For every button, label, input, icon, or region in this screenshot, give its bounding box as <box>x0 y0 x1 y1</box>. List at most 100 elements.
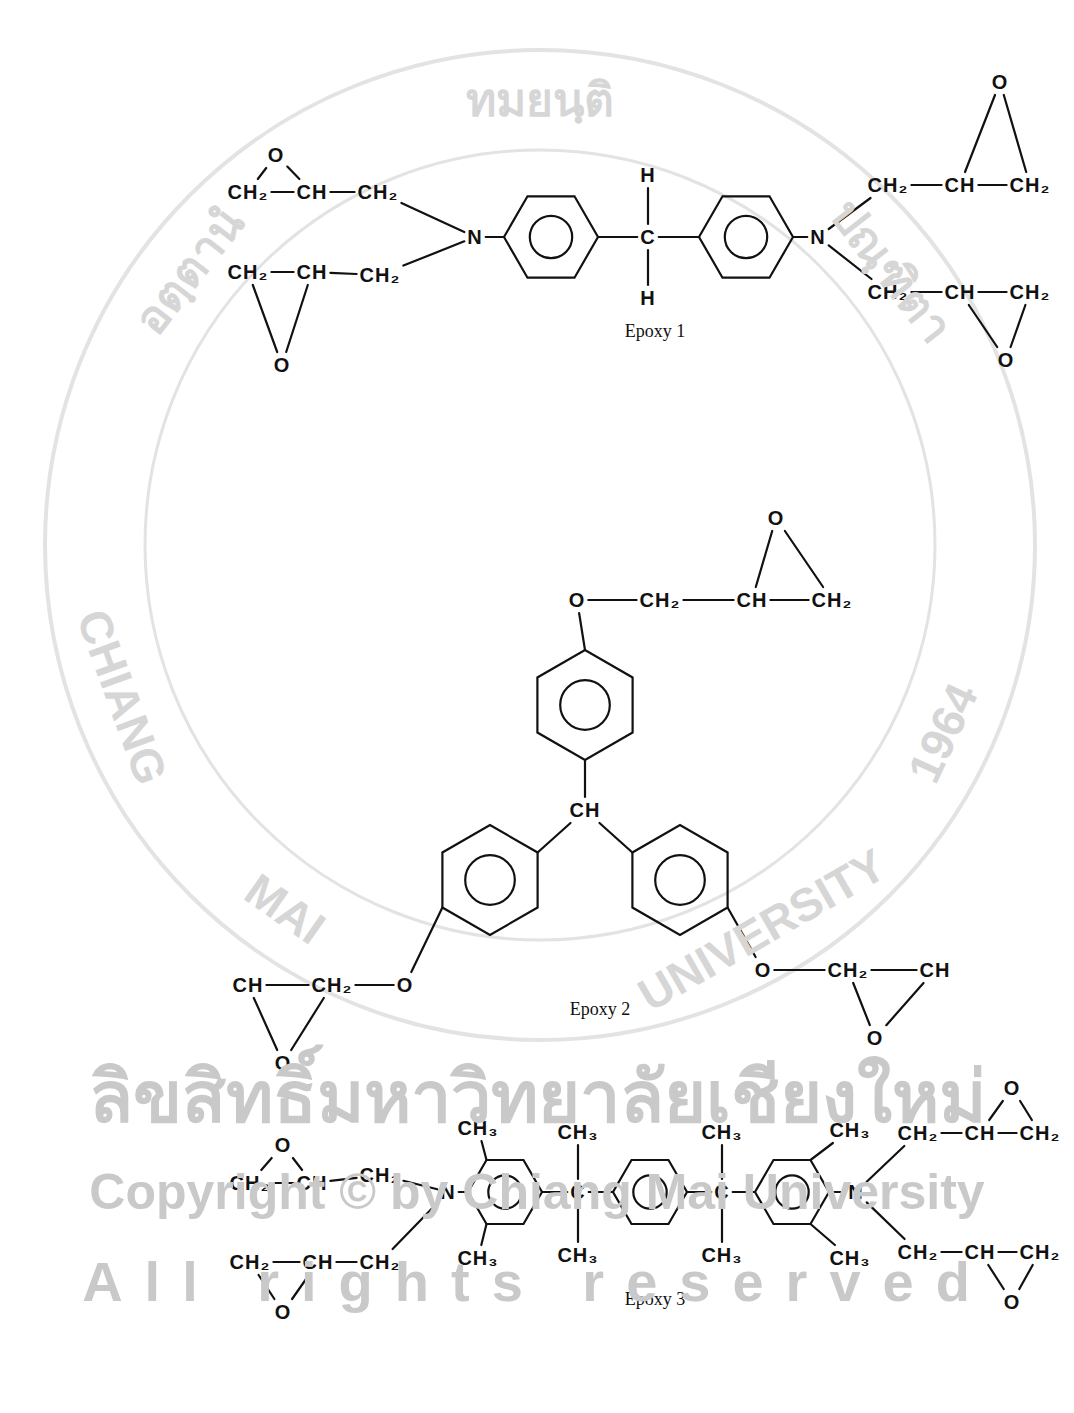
watermark-text: All rights reserved <box>82 1251 992 1313</box>
chemical-bond <box>584 760 586 797</box>
chemical-bond <box>258 168 266 179</box>
compound-name: Epoxy 1 <box>625 322 686 342</box>
chemical-bond <box>538 823 571 853</box>
watermark-text: ลิขสิทธิ์มหาวิทยาลัยเชียงใหม่ <box>89 1058 986 1137</box>
atom-label: O <box>397 974 414 996</box>
chemical-bond <box>770 599 808 601</box>
chemical-bond <box>965 95 995 172</box>
chemical-bond <box>853 983 870 1025</box>
chemical-bond <box>811 1224 835 1245</box>
chemical-bond <box>886 983 923 1025</box>
chemical-bond <box>355 984 393 986</box>
chemical-bond <box>411 908 442 973</box>
atom-label: O <box>274 354 291 376</box>
seal-watermark-text: ปณฺฑิตา <box>820 190 962 352</box>
atom-label: O <box>998 349 1015 371</box>
atom-label: CH₂ <box>868 174 909 196</box>
chemical-bond <box>271 191 293 193</box>
chemical-bond <box>579 613 585 650</box>
benzene-ring <box>504 196 598 277</box>
atom-label: CH₂ <box>358 181 399 203</box>
chemical-bond <box>1004 95 1026 172</box>
seal-outer-ring <box>45 50 1035 1040</box>
atom-label: O <box>1004 1077 1021 1099</box>
atom-label: CH₂ <box>828 959 869 981</box>
atom-label: CH₂ <box>812 589 853 611</box>
chemical-bond <box>588 599 636 601</box>
chemical-bond <box>647 188 649 224</box>
benzene-ring <box>632 825 727 935</box>
atom-label: CH <box>945 174 976 196</box>
atom-label: CH <box>737 589 768 611</box>
seal-watermark-text: ทมยนฺติ <box>466 75 614 126</box>
aromatic-circle <box>560 680 610 730</box>
atom-label: CH <box>945 281 976 303</box>
chemical-bond <box>1020 1101 1032 1120</box>
benzene-ring <box>537 650 632 760</box>
chemical-bond <box>266 984 308 986</box>
chemical-bond <box>978 184 1006 186</box>
atom-label: CH₂ <box>1010 174 1051 196</box>
atom-label: CH <box>297 181 328 203</box>
atom-label: CH₂ <box>228 261 269 283</box>
atom-label: O <box>1004 1291 1021 1313</box>
chemical-bond <box>998 1132 1016 1134</box>
chemical-bond <box>998 1251 1016 1253</box>
seal-watermark-text: 1964 <box>898 676 987 790</box>
chemical-bond <box>253 285 277 352</box>
seal-watermark-text: CHIANG <box>67 603 177 791</box>
atom-label: CH₂ <box>640 589 681 611</box>
aromatic-circle <box>725 216 767 258</box>
chemical-bond <box>291 998 324 1050</box>
chemical-bond <box>978 291 1006 293</box>
chemical-bond <box>330 273 356 274</box>
chemical-bond <box>600 823 633 853</box>
chemical-bond <box>286 285 308 352</box>
aromatic-circle <box>655 855 705 905</box>
aromatic-circle <box>530 216 572 258</box>
chemical-bond <box>486 236 504 238</box>
chemical-bond <box>785 531 823 587</box>
seal-watermark-text: MAI <box>236 864 334 954</box>
atom-label: O <box>569 589 586 611</box>
chemical-bond <box>989 1101 1003 1120</box>
chemical-bond <box>254 998 277 1050</box>
atom-label: CH₂ <box>360 264 401 286</box>
chemical-bond <box>401 203 464 232</box>
aromatic-circle <box>465 855 515 905</box>
chemical-bond <box>1011 305 1026 347</box>
atom-label: CH <box>233 974 264 996</box>
chemical-bond <box>403 241 464 265</box>
chemical-bond <box>871 969 916 971</box>
benzene-ring <box>699 196 793 277</box>
atom-label: CH <box>920 959 951 981</box>
seal-inner-ring <box>145 150 935 940</box>
atom-label: CH₂ <box>228 181 269 203</box>
benzene-ring <box>442 825 537 935</box>
chemical-bond <box>330 191 354 193</box>
chemical-bond <box>756 531 772 587</box>
chemical-bond <box>659 236 699 238</box>
atom-label: O <box>755 959 772 981</box>
chemical-bond <box>647 250 649 285</box>
atom-label: O <box>268 144 285 166</box>
chemical-bond <box>482 1141 487 1160</box>
atom-label: CH₂ <box>1020 1122 1061 1144</box>
chemical-bond <box>774 969 824 971</box>
atom-label: O <box>768 507 785 529</box>
atom-label: CH₂ <box>1020 1241 1061 1263</box>
atom-label: O <box>992 71 1009 93</box>
chemical-bond <box>811 1143 833 1160</box>
chemical-bond <box>1019 1265 1032 1289</box>
atom-label: CH <box>297 261 328 283</box>
atom-label: CH <box>570 799 601 821</box>
atom-label: CH₂ <box>312 974 353 996</box>
compound-name: Epoxy 2 <box>570 1000 631 1020</box>
watermark-text: Copyright © by Chiang Mai University <box>89 1165 984 1220</box>
atom-label: N <box>810 226 825 248</box>
chemical-bond <box>481 1224 486 1245</box>
atom-label: H <box>640 287 655 309</box>
chemical-bond <box>598 236 637 238</box>
chemical-bond <box>683 599 733 601</box>
